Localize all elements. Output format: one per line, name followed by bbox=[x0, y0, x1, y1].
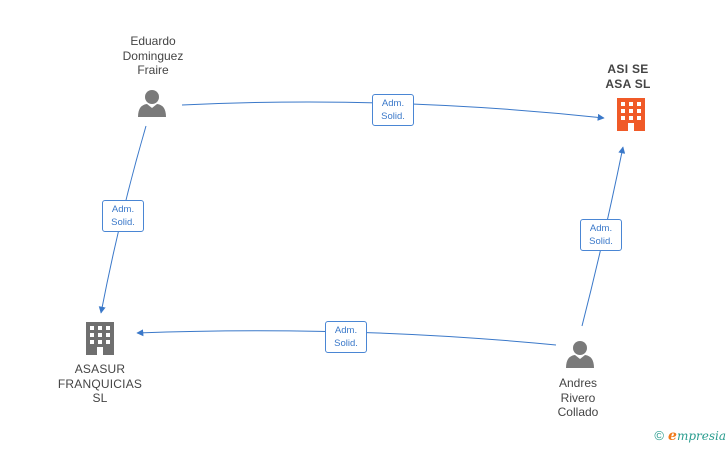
edge-label-line: Adm. bbox=[111, 204, 135, 215]
node-label-line: Andres bbox=[558, 376, 598, 390]
node-label-eduardo[interactable]: Eduardo Dominguez Fraire bbox=[108, 34, 198, 78]
node-label-line: SL bbox=[92, 391, 108, 405]
edge-label-line: Solid. bbox=[111, 217, 135, 228]
edge-label-e2[interactable]: Adm. Solid. bbox=[102, 200, 144, 232]
building-icon[interactable] bbox=[617, 98, 645, 131]
brand-initial: e bbox=[668, 428, 677, 444]
edge-label-e1[interactable]: Adm. Solid. bbox=[372, 94, 414, 126]
node-label-line: ASA SL bbox=[605, 76, 651, 91]
copyright-icon: © bbox=[654, 428, 665, 443]
node-label-line: Fraire bbox=[137, 63, 169, 77]
node-label-line: ASI SE bbox=[607, 62, 649, 76]
node-label-asasur[interactable]: ASASUR FRANQUICIAS SL bbox=[50, 362, 150, 406]
edge-label-line: Solid. bbox=[381, 111, 405, 122]
node-label-line: FRANQUICIAS bbox=[57, 376, 143, 391]
edge-label-line: Adm. bbox=[381, 98, 405, 109]
brand-logo[interactable]: empresia bbox=[668, 428, 726, 444]
node-label-line: Collado bbox=[557, 405, 599, 419]
edge-label-e3[interactable]: Adm. Solid. bbox=[325, 321, 367, 353]
node-label-line: Eduardo bbox=[130, 34, 176, 48]
edge-label-line: Adm. bbox=[334, 325, 358, 336]
node-label-line: Rivero bbox=[560, 390, 596, 405]
brand-footer: ©empresia bbox=[654, 428, 726, 444]
edge-label-line: Adm. bbox=[589, 223, 613, 234]
node-label-line: Dominguez bbox=[122, 48, 184, 63]
edge-label-line: Solid. bbox=[334, 338, 358, 349]
brand-name: mpresia bbox=[676, 429, 726, 443]
person-icon[interactable] bbox=[566, 341, 594, 368]
node-label-asise[interactable]: ASI SE ASA SL bbox=[588, 62, 668, 91]
person-icon[interactable] bbox=[138, 90, 166, 117]
edge-label-line: Solid. bbox=[589, 236, 613, 247]
edge-label-e4[interactable]: Adm. Solid. bbox=[580, 219, 622, 251]
node-label-line: ASASUR bbox=[74, 362, 126, 376]
node-label-andres[interactable]: Andres Rivero Collado bbox=[540, 376, 616, 420]
building-icon[interactable] bbox=[86, 322, 114, 355]
